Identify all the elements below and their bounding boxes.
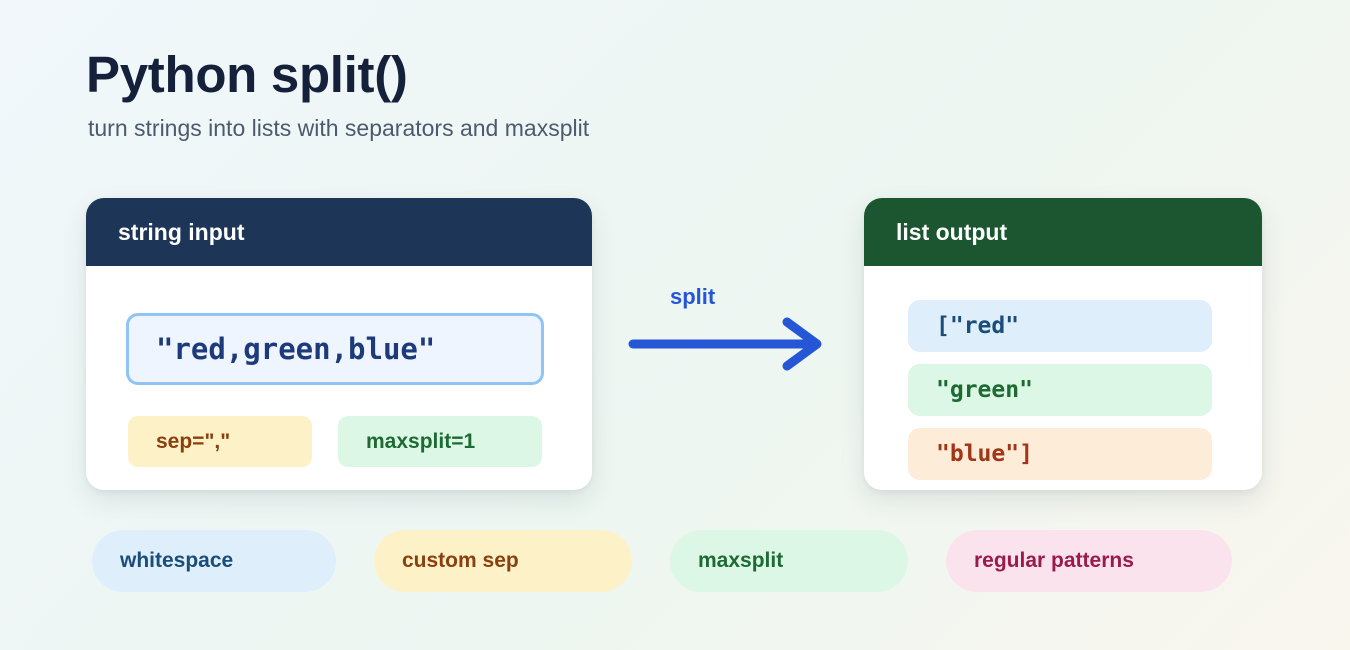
sep-param-badge: sep="," (128, 416, 312, 467)
list-output-header: list output (864, 198, 1262, 266)
page-title: Python split() (86, 46, 408, 103)
split-arrow-label: split (670, 284, 716, 309)
chip-whitespace: whitespace (92, 530, 336, 592)
chip-custom-sep: custom sep (374, 530, 632, 592)
string-input-card: string input "red,green,blue" sep="," ma… (86, 198, 592, 490)
list-item: ["red" (908, 300, 1212, 352)
list-item: "blue"] (908, 428, 1212, 480)
right-arrow-icon (628, 317, 822, 371)
string-input-header: string input (86, 198, 592, 266)
list-item: "green" (908, 364, 1212, 416)
maxsplit-param-badge: maxsplit=1 (338, 416, 542, 467)
list-output-card: list output ["red" "green" "blue"] (864, 198, 1262, 490)
input-string-value: "red,green,blue" (126, 313, 544, 385)
chip-regular-patterns: regular patterns (946, 530, 1232, 592)
chip-maxsplit: maxsplit (670, 530, 908, 592)
page-subtitle: turn strings into lists with separators … (88, 115, 590, 141)
